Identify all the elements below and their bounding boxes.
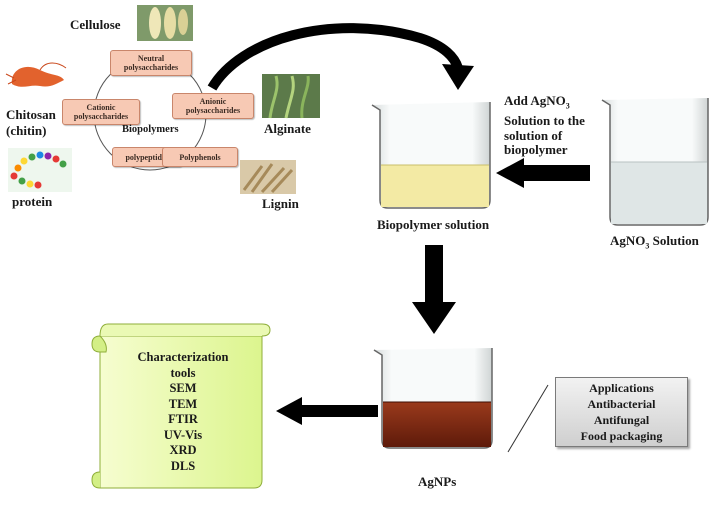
protein-chain-icon [8, 148, 72, 192]
cellulose-label: Cellulose [70, 17, 121, 32]
add-agno3-text: Add AgNO3 [504, 93, 570, 111]
cellulose-photo-icon [137, 5, 193, 41]
anionic-polysaccharides-box: Anionic polysaccharides [172, 93, 254, 119]
left-arrow-agno3 [496, 158, 590, 188]
characterization-item: UV-Vis [163, 427, 203, 442]
biopolymers-center-label: Biopolymers [122, 124, 179, 135]
applications-item: Food packaging [580, 429, 663, 443]
left-arrow-characterization [276, 397, 378, 425]
cationic-line2: polysaccharides [73, 112, 129, 121]
characterization-item: tools [170, 365, 196, 380]
protein-label: protein [12, 194, 53, 209]
characterization-item: FTIR [168, 412, 198, 426]
polyphenols-box: Polyphenols [162, 147, 238, 167]
lignin-wood-icon [240, 160, 296, 194]
characterization-list: Characterization tools SEM TEM FTIR UV-V… [108, 350, 258, 474]
applications-item: Antifungal [593, 413, 650, 427]
neutral-polysaccharides-box: Neutral polysaccharides [110, 50, 192, 76]
agnps-beaker-icon [373, 348, 493, 449]
agnps-label: AgNPs [418, 474, 457, 489]
applications-item: Applications [589, 381, 654, 395]
applications-box: Applications Antibacterial Antifungal Fo… [555, 377, 688, 447]
characterization-item: DLS [170, 458, 196, 473]
characterization-item: TEM [168, 396, 198, 411]
add-agno3-instruction: Add AgNO3 Solution to the solution of bi… [504, 93, 585, 158]
applications-connector [507, 384, 549, 453]
characterization-item: Characterization [137, 350, 229, 364]
chitosan-label: Chitosan [6, 107, 56, 122]
lignin-label: Lignin [262, 196, 299, 211]
neutral-line1: Neutral [137, 54, 165, 63]
neutral-line2: polysaccharides [123, 63, 179, 72]
add-step-line4: biopolymer [504, 142, 568, 158]
characterization-item: XRD [169, 443, 197, 457]
biopolymer-solution-label: Biopolymer solution [377, 217, 490, 232]
alginate-seaweed-icon [262, 74, 320, 119]
cationic-polysaccharides-box: Cationic polysaccharides [62, 99, 140, 125]
shrimp-icon [5, 62, 67, 87]
down-arrow [412, 245, 456, 334]
characterization-scroll-icon [91, 323, 271, 489]
add-step-line3: solution of [504, 127, 563, 143]
alginate-label: Alginate [264, 121, 311, 136]
add-step-line2: Solution to the [504, 113, 585, 129]
cationic-line1: Cationic [86, 103, 116, 112]
anionic-line2: polysaccharides [185, 106, 241, 115]
biopolymer-solution-beaker-icon [371, 102, 491, 209]
agno3-solution-label: AgNO3 Solution [610, 233, 699, 251]
applications-item: Antibacterial [587, 397, 656, 411]
anionic-line1: Anionic [199, 97, 227, 106]
agno3-solution-beaker-icon [601, 98, 709, 226]
chitin-label: (chitin) [6, 123, 47, 138]
characterization-item: SEM [169, 381, 197, 395]
curved-arrow [207, 23, 474, 91]
